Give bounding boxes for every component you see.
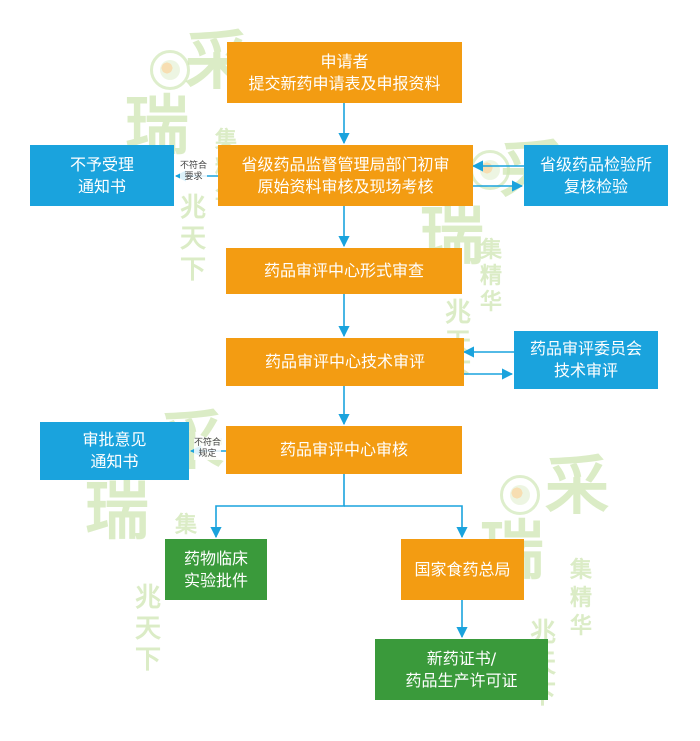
node-final-review: 药品审评中心审核 bbox=[226, 426, 462, 474]
node-text: 省级药品监督管理局部门初审 bbox=[241, 154, 450, 174]
node-text: 审批意见 bbox=[82, 430, 147, 449]
node-text: 药品审评委员会 bbox=[529, 339, 642, 358]
node-text: 申请者 bbox=[320, 51, 369, 71]
node-text: 新药证书/ bbox=[426, 648, 497, 668]
node-rejection-notice: 审批意见 通知书 bbox=[40, 422, 189, 480]
node-text: 省级药品检验所 bbox=[539, 154, 652, 174]
node-text: 国家食药总局 bbox=[414, 559, 511, 579]
node-text: 提交新药申请表及申报资料 bbox=[248, 73, 441, 93]
node-not-accepted: 不予受理 通知书 bbox=[30, 145, 174, 206]
node-text: 实验批件 bbox=[183, 570, 248, 590]
node-text: 通知书 bbox=[90, 452, 139, 471]
node-certificate: 新药证书/ 药品生产许可证 bbox=[375, 639, 548, 700]
node-text: 原始资料审核及现场考核 bbox=[257, 176, 434, 196]
node-text: 药品生产许可证 bbox=[405, 670, 518, 690]
node-text: 复核检验 bbox=[563, 176, 628, 196]
node-text: 技术审评 bbox=[553, 361, 618, 380]
node-text: 不予受理 bbox=[69, 154, 134, 174]
node-text: 药品审评中心形式审查 bbox=[263, 261, 424, 280]
edge-label-not-meet-rules: 不符合 规定 bbox=[194, 438, 222, 460]
edge-label-line: 规定 bbox=[198, 449, 217, 459]
node-provincial-lab: 省级药品检验所 复核检验 bbox=[524, 145, 668, 206]
node-text: 药品审评中心审核 bbox=[279, 440, 408, 459]
node-text: 通知书 bbox=[77, 176, 126, 196]
node-text: 药物临床 bbox=[183, 548, 248, 568]
node-technical-review: 药品审评中心技术审评 bbox=[226, 338, 464, 386]
node-clinical-approval: 药物临床 实验批件 bbox=[165, 539, 267, 600]
node-text: 药品审评中心技术审评 bbox=[264, 352, 425, 371]
node-provincial-bureau: 省级药品监督管理局部门初审 原始资料审核及现场考核 bbox=[218, 145, 473, 206]
edge-label-not-meet-requirements: 不符合 要求 bbox=[180, 161, 208, 183]
edge-label-line: 要求 bbox=[184, 172, 203, 182]
edge-label-line: 不符合 bbox=[180, 161, 208, 171]
node-applicant: 申请者 提交新药申请表及申报资料 bbox=[227, 42, 462, 103]
node-formal-review: 药品审评中心形式审查 bbox=[226, 248, 462, 294]
arrow-final-to-branches bbox=[210, 474, 345, 539]
arrow-final-to-nmpa bbox=[344, 505, 468, 539]
node-nmpa: 国家食药总局 bbox=[401, 539, 524, 600]
node-expert-committee: 药品审评委员会 技术审评 bbox=[514, 331, 658, 389]
edge-label-line: 不符合 bbox=[194, 438, 222, 448]
